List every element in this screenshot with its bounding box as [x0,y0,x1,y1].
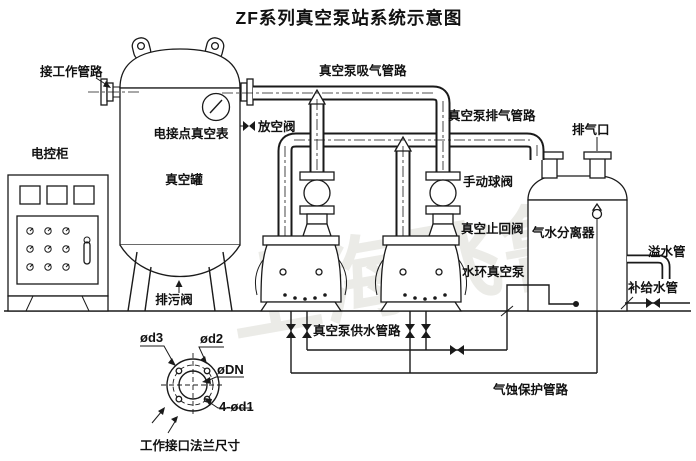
label-water-ring-pump: 水环真空泵 [462,264,525,279]
label-cavitation-line: 气蚀保护管路 [492,382,569,397]
pipe-junction-dot [573,301,579,307]
cabinet-window [73,185,95,205]
pipe-crossing-tick [500,305,514,317]
cabinet-handle [83,241,91,265]
label-drain-valve: 排污阀 [155,292,193,307]
vacuum-tank [100,37,255,312]
tank-skirt [127,251,233,312]
cabinet-window [46,185,68,205]
cavitation-loop-line [291,311,598,374]
label-suction-line: 真空泵吸气管路 [319,63,407,78]
flange [299,171,335,181]
labels: ZF系列真空泵站系统示意图 接工作管路 电控柜 电接点真空表 真空罐 放空阀 真… [31,8,686,453]
check-valve-icon [306,213,328,225]
separator-exhaust-nozzle [583,151,612,179]
label-work-line: 接工作管路 [40,64,103,79]
separator-dome [527,175,628,201]
makeup-water-pipe [620,296,690,310]
label-vacuum-tank: 真空罐 [165,172,203,187]
flange-detail [140,345,252,434]
separator-shell [527,199,628,312]
drain-valve-icon [175,280,183,293]
label-flange-caption: 工作接口法兰尺寸 [140,438,241,453]
vacuum-gauge-icon [201,92,231,122]
bolt-hole [175,367,183,375]
label-control-cabinet: 电控柜 [31,146,69,161]
label-supply-line: 真空泵供水管路 [313,323,401,338]
bolt-hole [175,395,183,403]
dim-d2: ød2 [200,331,223,346]
tank-outlet-flange [240,78,254,106]
flange [425,171,461,181]
cabinet-window [19,185,41,205]
ball-valve-icon [303,179,331,207]
pump-top-flange [262,235,340,246]
label-makeup-pipe: 补给水管 [627,280,678,295]
label-vacuum-gauge: 电接点真空表 [153,126,229,141]
check-valve-body [302,223,332,237]
isolation-valve-icon [450,345,464,355]
check-valve-icon [432,213,454,225]
dim-d3: ød3 [140,330,163,345]
tank-dish [119,244,241,277]
tank-dome [119,48,241,89]
label-check-valve: 真空止回阀 [461,221,524,236]
dim-d1: 4-ød1 [219,399,254,414]
overflow-pipe [627,254,671,280]
vent-valve-icon [240,121,255,131]
label-separator: 气水分离器 [531,225,595,240]
dim-dn: øDN [217,362,244,377]
cabinet-knobs [26,227,70,271]
vacuum-pump-2 [375,244,467,312]
water-piping [286,137,690,374]
flange [425,205,461,215]
pipe-centerlines [88,91,538,242]
diagram-title: ZF系列真空泵站系统示意图 [236,8,463,28]
bolt-hole [203,367,211,375]
supply-valve-icon [286,324,431,338]
flange [299,205,335,215]
label-ball-valve: 手动球阀 [463,174,513,189]
supply-header-line [307,284,576,351]
label-vent-valve: 放空阀 [257,119,296,134]
label-exhaust-port: 排气口 [572,122,610,137]
tank-lug [131,37,225,61]
label-overflow-pipe: 溢水管 [648,244,686,259]
vacuum-pump-1 [255,244,347,312]
ball-valve-icon [429,179,457,207]
control-cabinet [7,174,109,312]
gas-water-separator [527,151,671,373]
pump-top-flange [382,235,460,246]
label-leaders [95,77,111,88]
label-exhaust-line: 真空泵排气管路 [448,108,536,123]
check-valve-body [428,223,458,237]
